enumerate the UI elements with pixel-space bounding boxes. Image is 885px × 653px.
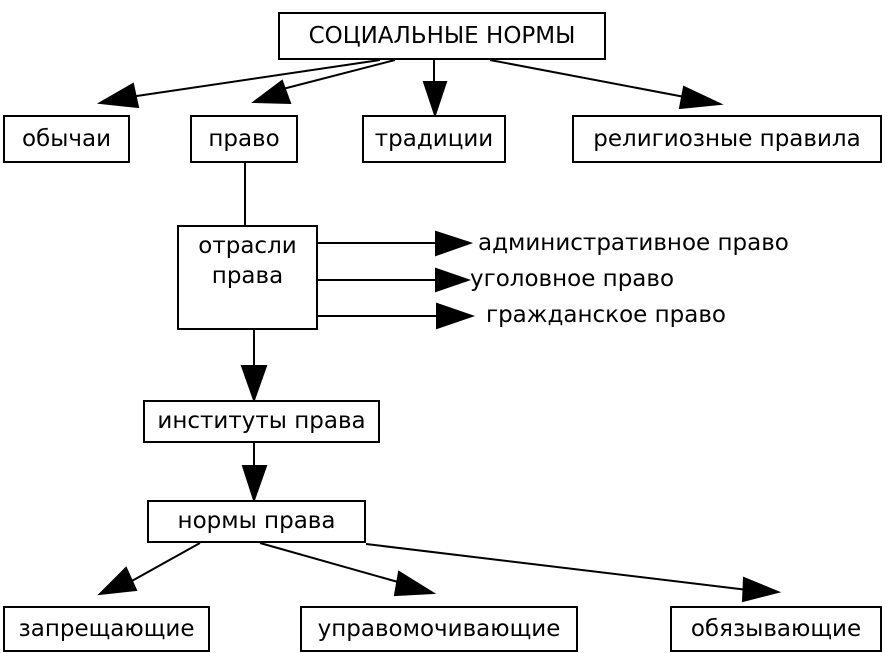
edge-root-religious [489, 59, 691, 99]
node-customs: обычаи [3, 115, 130, 163]
node-empowering-label: управомочивающие [317, 615, 561, 642]
node-institutes-label: институты права [157, 408, 366, 435]
node-branches-label-line1: отрасли [198, 233, 297, 259]
node-obliging-label: обязывающие [690, 615, 862, 642]
branch-civil-law: гражданское право [486, 302, 726, 328]
root-node-label: СОЦИАЛЬНЫЕ НОРМЫ [308, 22, 576, 49]
edge-norms-prohibiting [129, 542, 201, 583]
node-religious-rules: религиозные правила [572, 115, 882, 163]
node-law-label: право [208, 125, 280, 152]
node-branches-label-line2: права [211, 263, 284, 290]
node-prohibiting-label: запрещающие [18, 615, 195, 642]
edge-norms-obliging [365, 543, 749, 591]
node-norms-label: нормы права [177, 508, 336, 535]
arrowhead-admin [435, 230, 474, 257]
node-traditions: традиции [362, 115, 506, 163]
branch-criminal-law: уголовное право [470, 266, 675, 292]
arrowhead-empowering [393, 570, 437, 597]
node-law: право [190, 115, 298, 163]
arrowhead-customs [96, 82, 140, 109]
arrowhead-criminal [435, 267, 472, 293]
edge-root-law [274, 59, 396, 92]
node-empowering: управомочивающие [300, 606, 578, 652]
edge-norms-empowering [259, 542, 406, 585]
node-norms-of-law: нормы права [147, 500, 366, 543]
node-prohibiting: запрещающие [3, 606, 210, 652]
node-branches-of-law: отрасли права [177, 225, 318, 330]
arrowhead-institutes [240, 365, 268, 404]
root-node-social-norms: СОЦИАЛЬНЫЕ НОРМЫ [278, 12, 606, 60]
node-religious-rules-label: религиозные правила [593, 125, 861, 152]
edge-root-customs [129, 59, 381, 98]
arrowhead-traditions [422, 81, 448, 119]
arrowhead-religious [678, 85, 724, 110]
arrowhead-civil [436, 302, 476, 330]
node-traditions-label: традиции [374, 125, 494, 152]
node-obliging: обязывающие [670, 606, 882, 652]
arrowhead-law [251, 79, 292, 105]
arrowhead-obliging [741, 576, 782, 603]
node-institutes-of-law: институты права [143, 400, 380, 443]
node-customs-label: обычаи [21, 125, 112, 152]
arrowhead-prohibiting [97, 566, 138, 596]
arrowhead-norms [241, 465, 268, 504]
branch-administrative-law: административное право [478, 230, 789, 256]
